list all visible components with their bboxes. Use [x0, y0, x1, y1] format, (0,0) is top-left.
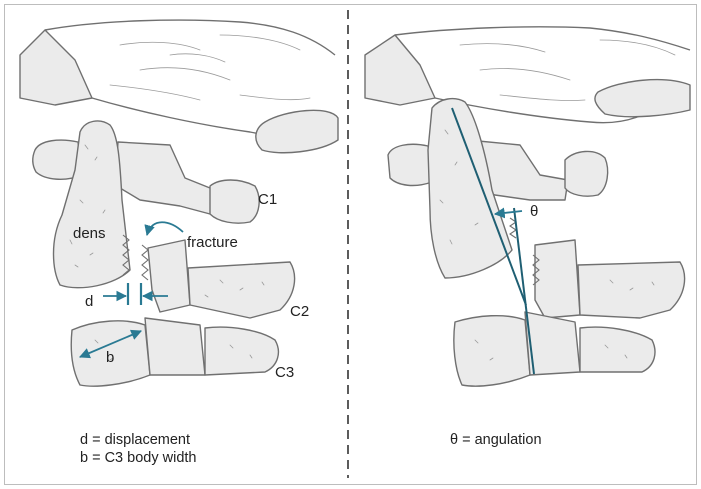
label-dens: dens: [73, 225, 106, 242]
legend-displacement: d = displacement: [80, 432, 190, 448]
label-c1: C1: [258, 191, 277, 208]
c2-vertebra-right: [532, 239, 686, 319]
legend-angulation: θ = angulation: [450, 432, 542, 448]
c1-vertebra-right: [387, 139, 609, 201]
figure-frame: [4, 4, 697, 485]
skull-base-right: [364, 26, 691, 124]
label-d: d: [85, 293, 93, 310]
c3-vertebra-right: [453, 311, 656, 387]
dens-left: [52, 120, 131, 289]
legend-c3-width: b = C3 body width: [80, 450, 196, 466]
skull-base-left: [19, 19, 339, 154]
label-b: b: [106, 349, 114, 366]
right-panel: θ θ = angulation: [364, 26, 691, 448]
c2-vertebra-left: [122, 234, 296, 319]
label-theta: θ: [530, 203, 538, 220]
angle-arrow: [493, 207, 523, 219]
displacement-marker: [103, 283, 168, 305]
c3-vertebra-left: [70, 317, 280, 387]
label-fracture: fracture: [187, 234, 238, 251]
left-panel: C1 dens fracture d C2 b C3 d = displacem…: [19, 19, 339, 466]
dens-right: [427, 97, 517, 279]
fracture-arrow: [144, 221, 184, 237]
c1-vertebra-left: [32, 139, 260, 224]
dens-axis-line: [451, 107, 527, 306]
label-c3: C3: [275, 364, 294, 381]
c3-width-arrow: [79, 329, 142, 359]
c2-axis-line: [513, 207, 535, 375]
label-c2: C2: [290, 303, 309, 320]
